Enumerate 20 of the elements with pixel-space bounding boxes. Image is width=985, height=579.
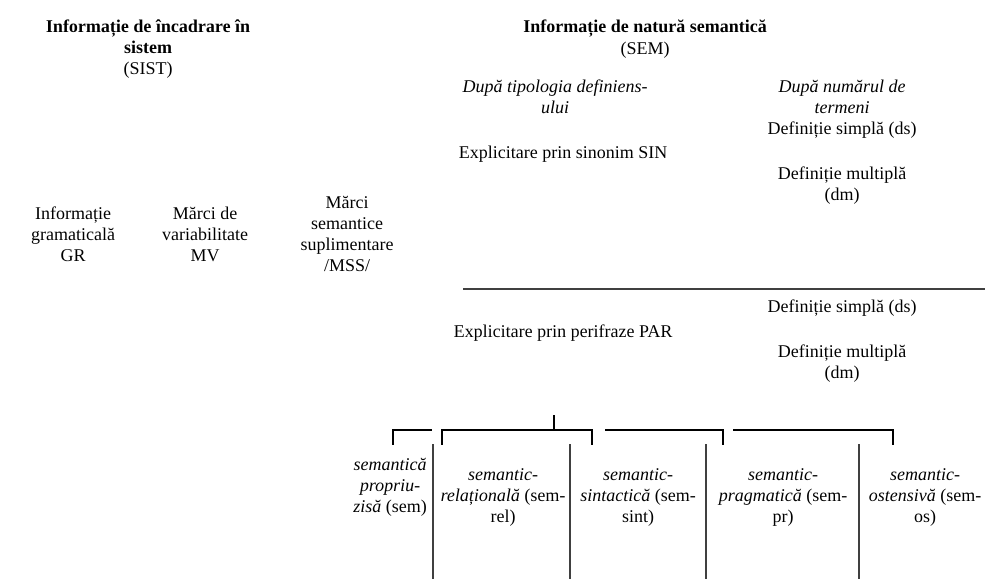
subtype-label: semantic-pragmatică (sem-pr) xyxy=(716,464,848,527)
subtype-label: semantică propriu-zisă (sem) xyxy=(352,454,428,517)
heading: Informație de natură semantică xyxy=(522,16,768,37)
definition-type: Definiție multiplă (dm) xyxy=(776,163,908,205)
column-heading: După numărul de termeni xyxy=(777,76,906,118)
subtype-label: semantic-relațională (sem-rel) xyxy=(440,464,566,527)
definition-type: Definiție simplă (ds) xyxy=(766,118,918,139)
category-label: Explicitare prin sinonim SIN xyxy=(458,142,668,163)
abbreviation: (SIST) xyxy=(122,58,174,79)
abbreviation: (SEM) xyxy=(620,38,670,59)
heading: Informație de încadrare în sistem xyxy=(44,16,252,58)
category-label: Mărci semantice suplimentare /MSS/ xyxy=(300,192,394,276)
column-heading: După tipologia definiens-ului xyxy=(461,76,648,118)
definition-type: Definiție multiplă (dm) xyxy=(776,341,908,383)
subtype-label: semantic-sintactică (sem-sint) xyxy=(579,464,697,527)
definition-type: Definiție simplă (ds) xyxy=(766,296,918,317)
subtype-label: semantic-ostensivă (sem-os) xyxy=(868,464,982,527)
category-label: Informație gramaticală GR xyxy=(30,203,116,266)
category-label: Mărci de variabilitate MV xyxy=(161,203,249,266)
category-label: Explicitare prin perifraze PAR xyxy=(452,321,674,342)
